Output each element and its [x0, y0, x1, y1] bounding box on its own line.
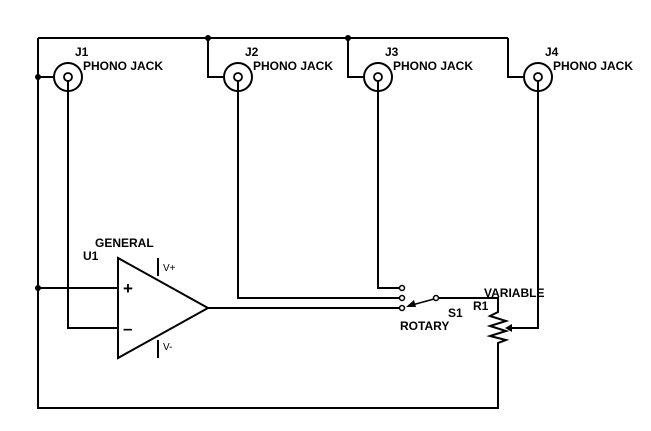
j2-tip-wire [237, 81, 399, 299]
jack-j4-ref: J4 [545, 45, 559, 59]
switch-ref-label: S1 [448, 306, 463, 320]
opamp-vplus-label: V+ [163, 263, 176, 274]
j4-tip-wire [510, 81, 539, 329]
junction-dot [345, 35, 351, 41]
j1-tip-wire [67, 81, 118, 329]
j3-tip-wire [377, 81, 399, 289]
jack-j3-type: PHONO JACK [393, 59, 473, 73]
jack-j3-ref: J3 [385, 45, 399, 59]
j3-sleeve-wire [347, 38, 363, 78]
switch-common-wire [439, 297, 499, 308]
left-rail-wire [37, 38, 499, 409]
resistor-type-label: VARIABLE [484, 286, 544, 300]
opamp-vminus-label: V- [163, 342, 172, 353]
j2-sleeve-wire [207, 38, 223, 78]
j4-sleeve-wire [507, 38, 523, 78]
variable-resistor-r1 [486, 308, 512, 345]
opamp-u1 [117, 256, 211, 360]
opamp-plus-sign: + [123, 279, 133, 298]
jack-j4-type: PHONO JACK [553, 59, 633, 73]
opamp-ref-label: U1 [83, 249, 99, 263]
switch-type-label: ROTARY [400, 319, 449, 333]
jack-j2-type: PHONO JACK [253, 59, 333, 73]
opamp-minus-sign: – [123, 319, 132, 338]
junction-dot [35, 74, 41, 80]
rotary-switch-s1 [398, 284, 440, 312]
resistor-ref-label: R1 [473, 299, 489, 313]
jack-j2-ref: J2 [245, 45, 259, 59]
opamp-type-label: GENERAL [95, 236, 154, 250]
jack-j1-type: PHONO JACK [83, 59, 163, 73]
junction-dot [205, 35, 211, 41]
jack-j1-ref: J1 [75, 45, 89, 59]
